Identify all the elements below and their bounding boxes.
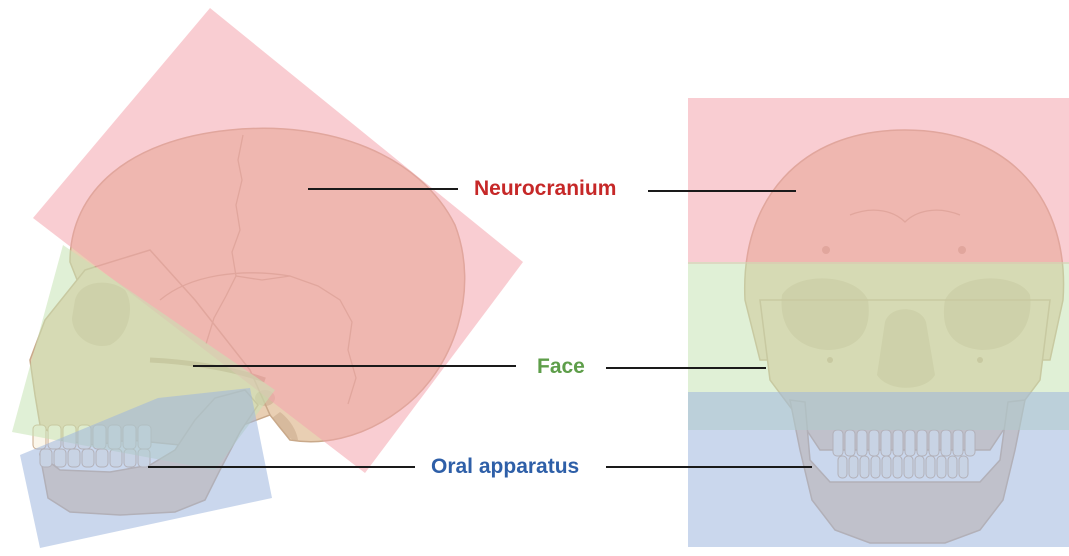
oral-apparatus-region-frontal [688,392,1069,547]
oral-apparatus-label: Oral apparatus [431,456,579,477]
frontal-region-overlays [688,98,1069,547]
neurocranium-label: Neurocranium [474,178,616,199]
neurocranium-region-frontal [688,98,1069,264]
face-label: Face [537,356,585,377]
